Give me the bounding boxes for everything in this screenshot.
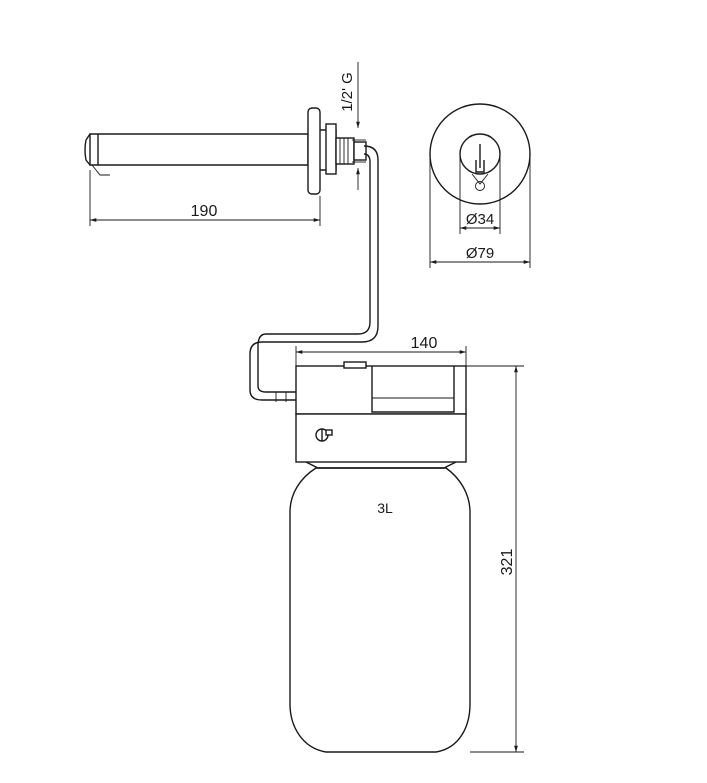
control-box [295,361,467,469]
soap-bottle: 3L [289,467,471,753]
dimension-label-190: 190 [191,203,218,220]
dimension-spout-length: 190 [89,170,321,226]
wall-plate [307,107,321,195]
dimension-outer-diameter: Ø79 [429,156,531,268]
dimension-box-width: 140 [295,335,467,366]
dimension-total-height: 321 [466,365,524,753]
dimension-label-321: 321 [499,549,516,576]
dimension-label-140: 140 [411,335,438,352]
dimension-label-thread: 1/2' G [339,72,356,112]
flexible-hose [249,145,379,402]
dimension-thread: 1/2' G [339,62,366,190]
front-view [429,103,531,205]
capacity-label: 3L [377,500,393,516]
spout-side-view [84,107,367,195]
dimension-label-d34: Ø34 [466,211,494,228]
dimension-label-d79: Ø79 [466,245,494,262]
dimension-inner-diameter: Ø34 [459,156,501,234]
